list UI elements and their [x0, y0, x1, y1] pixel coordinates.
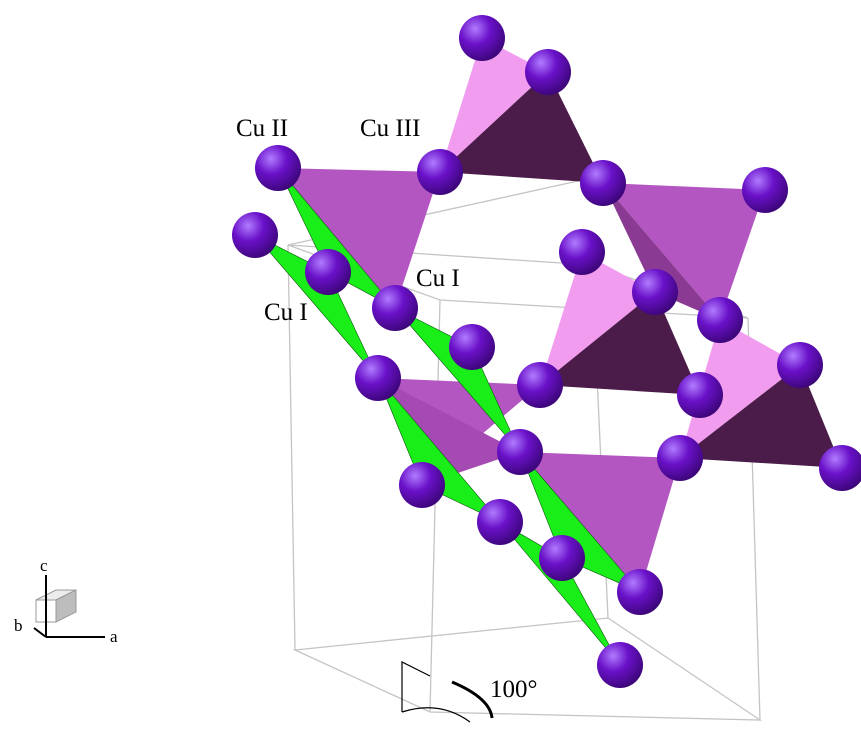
axis-indicator	[33, 575, 105, 638]
label-angle: 100°	[490, 676, 538, 703]
axis-label-c: c	[40, 556, 48, 575]
axis-label-b: b	[14, 616, 23, 635]
cu1-bonds	[254, 167, 641, 666]
cu3-triangle-top	[440, 38, 603, 183]
label-cu2: Cu II	[236, 115, 289, 142]
cu2-triangle-upper-right	[603, 183, 765, 320]
atoms	[232, 15, 861, 688]
cu3-triangle-low	[680, 320, 842, 468]
label-cu3: Cu III	[360, 115, 421, 142]
axis-label-a: a	[110, 627, 118, 646]
label-cu1-left: Cu I	[264, 299, 308, 326]
cu2-triangle-low-right	[520, 452, 680, 592]
cu3-triangle-mid	[540, 252, 700, 395]
angle-marker	[401, 661, 494, 723]
cu2-triangle-upper-left	[278, 168, 440, 308]
label-cu1-right: Cu I	[416, 265, 460, 292]
